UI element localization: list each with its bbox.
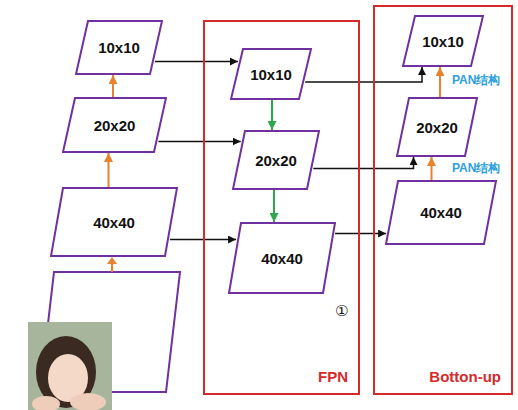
feature-map-shape bbox=[229, 223, 335, 293]
map-size: 40x40 bbox=[261, 250, 303, 267]
arrow-head bbox=[107, 257, 117, 264]
map-size: 40x40 bbox=[93, 214, 135, 231]
feature-map: 40x40 bbox=[228, 222, 336, 294]
feature-map: 10x10 bbox=[75, 20, 163, 75]
flow-arrow bbox=[155, 61, 238, 63]
structure-label: PAN结构 bbox=[452, 162, 500, 176]
map-size: 20x20 bbox=[416, 119, 458, 136]
feature-map-shape bbox=[386, 181, 496, 244]
upsample-arrow bbox=[111, 263, 113, 272]
feature-map-shape bbox=[233, 131, 319, 189]
map-size: 40x40 bbox=[420, 204, 462, 221]
feature-map: 20x20 bbox=[396, 97, 478, 157]
feature-map: 20x20 bbox=[62, 97, 167, 153]
feature-map-shape bbox=[231, 49, 311, 99]
group-title: FPN bbox=[318, 368, 348, 385]
feature-map-shape bbox=[397, 98, 477, 156]
flow-arrow bbox=[112, 75, 114, 97]
group-title: Botton-up bbox=[429, 368, 501, 385]
flow-arrow bbox=[313, 157, 413, 169]
map-size: 20x20 bbox=[255, 152, 297, 169]
flow-arrow bbox=[108, 153, 110, 187]
feature-map-shape bbox=[403, 16, 483, 66]
input-photo bbox=[28, 322, 112, 410]
map-size: 10x10 bbox=[422, 33, 464, 50]
feature-map: 40x40 bbox=[50, 187, 178, 257]
flow-arrow bbox=[273, 190, 275, 222]
stage-group: FPN 10x10 20x20 40x40 bbox=[203, 20, 360, 395]
flow-arrow bbox=[158, 141, 240, 143]
photo-hand bbox=[32, 396, 60, 410]
feature-map-shape bbox=[51, 188, 177, 256]
map-size: 10x10 bbox=[98, 39, 140, 56]
feature-map: 10x10 bbox=[230, 48, 312, 100]
feature-map-shape bbox=[76, 21, 162, 74]
map-size: 10x10 bbox=[250, 66, 292, 83]
feature-map: 20x20 bbox=[232, 130, 320, 190]
flow-arrow bbox=[271, 100, 273, 130]
map-size: 20x20 bbox=[94, 117, 136, 134]
feature-map: 10x10 bbox=[402, 15, 484, 67]
structure-label: PAN结构 bbox=[452, 74, 500, 88]
flow-arrow bbox=[335, 233, 386, 235]
flow-arrow bbox=[439, 67, 441, 97]
flow-arrow bbox=[305, 67, 422, 82]
feature-map: 40x40 bbox=[385, 180, 497, 245]
feature-map-shape bbox=[63, 98, 166, 152]
callout-number: ① bbox=[335, 302, 348, 319]
flow-arrow bbox=[431, 157, 433, 180]
photo-hand bbox=[70, 393, 106, 410]
stage-group: Botton-up 10x10 20x20 40x40 bbox=[373, 5, 513, 395]
